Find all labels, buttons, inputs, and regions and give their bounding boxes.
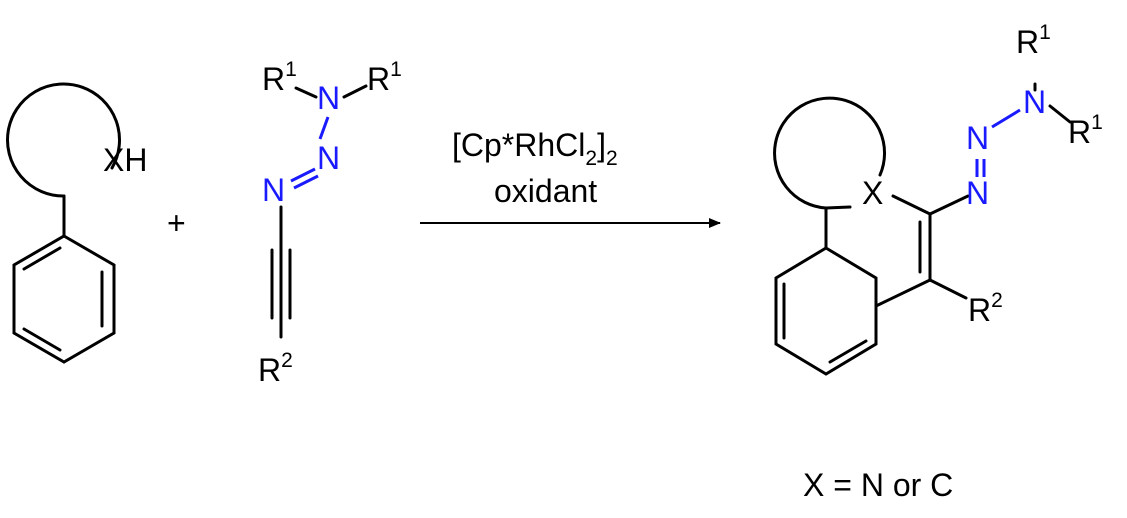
x-label: X [862, 175, 883, 211]
product-r1-right-label: R1 [1068, 111, 1103, 150]
n-mid-label: N [966, 120, 989, 156]
footnote: X = N or C [803, 467, 953, 503]
oxidant-label: oxidant [494, 173, 597, 209]
benzene-ring [12, 234, 116, 364]
n2-label: N [317, 140, 340, 176]
product-benzene-ring [774, 246, 878, 376]
r1-left-label: R1 [262, 58, 297, 97]
r1-right-label: R1 [367, 58, 402, 97]
reaction-conditions: [Cp*RhCl2]2 oxidant [420, 127, 721, 228]
n-bottom-label: N [966, 175, 989, 211]
xh-label: XH [103, 142, 147, 178]
plus-sign: + [167, 205, 186, 241]
catalyst-label: [Cp*RhCl2]2 [452, 127, 618, 170]
reactant-2: R1 R1 N N N R2 [258, 58, 402, 388]
n-top-label: N [1023, 84, 1046, 120]
product-r2-label: R2 [968, 289, 1003, 328]
ring-arc [6, 82, 121, 198]
n3-label: N [262, 172, 285, 208]
product: X R2 N N N R1 R1 [773, 21, 1103, 376]
reactant-1: XH [6, 82, 147, 364]
r2-label: R2 [258, 349, 293, 388]
n1-label: N [317, 80, 340, 116]
product-ring-arc [773, 96, 887, 210]
product-r1-top-label: R1 [1016, 21, 1051, 60]
